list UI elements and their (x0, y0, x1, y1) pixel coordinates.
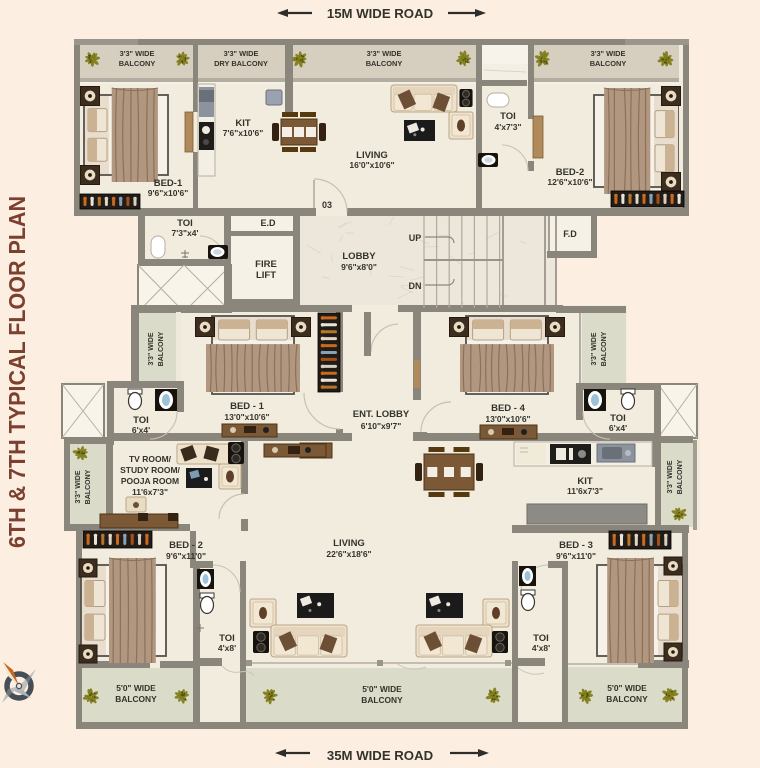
svg-text:BED - 3: BED - 3 (559, 540, 593, 551)
svg-text:16'0"x10'6": 16'0"x10'6" (349, 160, 394, 170)
svg-text:KIT: KIT (577, 476, 593, 487)
svg-text:KIT: KIT (235, 118, 251, 129)
svg-text:TOI: TOI (177, 218, 193, 229)
svg-text:BALCONY: BALCONY (361, 695, 403, 705)
svg-text:5'0" WIDE: 5'0" WIDE (362, 684, 402, 694)
svg-text:BALCONY: BALCONY (601, 331, 608, 366)
svg-text:5'0" WIDE: 5'0" WIDE (116, 683, 156, 693)
svg-text:6'10"x9'7": 6'10"x9'7" (361, 421, 401, 431)
svg-text:35M WIDE ROAD: 35M WIDE ROAD (327, 748, 433, 763)
svg-text:POOJA ROOM: POOJA ROOM (121, 476, 179, 486)
svg-text:9'6"x11'0": 9'6"x11'0" (166, 551, 206, 561)
svg-text:FIRE: FIRE (255, 259, 277, 270)
svg-text:DN: DN (409, 281, 422, 291)
svg-text:15M WIDE ROAD: 15M WIDE ROAD (327, 6, 433, 21)
svg-text:3'3" WIDE: 3'3" WIDE (367, 49, 402, 58)
svg-text:F.D: F.D (563, 229, 577, 239)
svg-text:3'3" WIDE: 3'3" WIDE (667, 460, 674, 493)
svg-text:12'6"x10'6": 12'6"x10'6" (547, 177, 592, 187)
svg-text:TOI: TOI (219, 633, 235, 644)
svg-text:BALCONY: BALCONY (119, 59, 156, 68)
svg-text:3'3" WIDE: 3'3" WIDE (224, 49, 259, 58)
svg-text:7'3"x4': 7'3"x4' (172, 228, 199, 238)
svg-text:03: 03 (322, 200, 332, 210)
svg-text:ENT. LOBBY: ENT. LOBBY (353, 409, 410, 420)
svg-text:3'3" WIDE: 3'3" WIDE (591, 49, 626, 58)
svg-text:TOI: TOI (610, 413, 626, 424)
svg-text:BALCONY: BALCONY (677, 459, 684, 494)
svg-text:3'3" WIDE: 3'3" WIDE (120, 49, 155, 58)
svg-text:LIFT: LIFT (256, 270, 276, 281)
svg-text:3'3" WIDE: 3'3" WIDE (75, 470, 82, 503)
svg-text:9'6"x8'0": 9'6"x8'0" (341, 262, 377, 272)
svg-text:6TH & 7TH TYPICAL FLOOR PLAN: 6TH & 7TH TYPICAL FLOOR PLAN (4, 196, 30, 548)
svg-text:TOI: TOI (533, 633, 549, 644)
svg-text:9'6"x11'0": 9'6"x11'0" (556, 551, 596, 561)
svg-text:UP: UP (409, 233, 422, 243)
svg-text:BED-2: BED-2 (556, 167, 585, 178)
svg-text:BED-1: BED-1 (154, 178, 183, 189)
svg-text:BALCONY: BALCONY (606, 694, 648, 704)
svg-text:LOBBY: LOBBY (342, 251, 376, 262)
svg-text:6'x4': 6'x4' (609, 423, 627, 433)
svg-text:9'6"x10'6": 9'6"x10'6" (148, 188, 188, 198)
svg-text:BALCONY: BALCONY (590, 59, 627, 68)
svg-text:STUDY ROOM/: STUDY ROOM/ (120, 465, 180, 475)
svg-text:BALCONY: BALCONY (366, 59, 403, 68)
svg-text:TV ROOM/: TV ROOM/ (129, 454, 172, 464)
svg-text:BALCONY: BALCONY (115, 694, 157, 704)
svg-text:4'x7'3": 4'x7'3" (495, 122, 522, 132)
svg-text:13'0"x10'6": 13'0"x10'6" (224, 412, 269, 422)
svg-text:BED - 4: BED - 4 (491, 403, 526, 414)
svg-text:22'6"x18'6": 22'6"x18'6" (326, 549, 371, 559)
svg-text:LIVING: LIVING (356, 150, 388, 161)
svg-text:3'3" WIDE: 3'3" WIDE (148, 332, 155, 365)
svg-text:11'6x7'3": 11'6x7'3" (132, 487, 168, 497)
svg-text:6'x4': 6'x4' (132, 425, 150, 435)
svg-text:TOI: TOI (500, 111, 516, 122)
svg-text:TOI: TOI (133, 415, 149, 426)
svg-text:E.D: E.D (260, 218, 276, 228)
svg-text:5'0" WIDE: 5'0" WIDE (607, 683, 647, 693)
svg-text:BED - 2: BED - 2 (169, 540, 203, 551)
svg-text:BED - 1: BED - 1 (230, 401, 265, 412)
svg-text:LIVING: LIVING (333, 538, 365, 549)
svg-text:4'x8': 4'x8' (532, 643, 550, 653)
svg-text:BALCONY: BALCONY (85, 469, 92, 504)
svg-text:3'3" WIDE: 3'3" WIDE (591, 332, 598, 365)
svg-text:DRY BALCONY: DRY BALCONY (214, 59, 268, 68)
svg-text:7'6"x10'6": 7'6"x10'6" (223, 128, 263, 138)
svg-text:11'6x7'3": 11'6x7'3" (567, 486, 603, 496)
svg-text:4'x8': 4'x8' (218, 643, 236, 653)
svg-text:13'0"x10'6": 13'0"x10'6" (485, 414, 530, 424)
svg-text:BALCONY: BALCONY (158, 331, 165, 366)
